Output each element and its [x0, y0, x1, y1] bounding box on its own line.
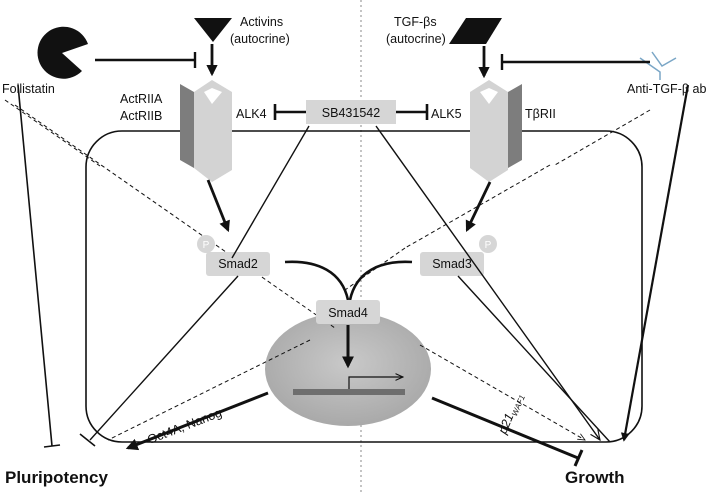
transcription-arrow: [348, 377, 403, 389]
inhibit-bar-follistatin: [43, 444, 61, 448]
smad2-label: Smad2: [218, 257, 258, 271]
activins-source-label: (autocrine): [230, 32, 290, 46]
follistatin-dashed: [4, 99, 101, 167]
nucleus: [265, 312, 431, 426]
smad3-to-smad4-curve: [348, 260, 413, 301]
actriib-label: ActRIIB: [120, 109, 162, 123]
dna-strand: [293, 389, 405, 395]
p21-inhibit-bar: [573, 449, 584, 467]
smad4-label: Smad4: [328, 306, 368, 320]
tgfb-receptor: [470, 80, 522, 182]
smad3-phospho: [479, 235, 497, 253]
follistatin-label: Follistatin: [2, 82, 55, 96]
smad4-box: [316, 300, 380, 324]
antibody-icon: [639, 51, 677, 80]
tgfb-source-label: (autocrine): [386, 32, 446, 46]
pluripotency-label: Pluripotency: [5, 468, 109, 487]
smad2-to-smad4-curve: [284, 260, 350, 301]
smad3-label: Smad3: [432, 257, 472, 271]
alk4-label: ALK4: [236, 107, 267, 121]
smad2-box: [206, 252, 270, 276]
follistatin-to-pluripotency: [17, 84, 53, 447]
inhibit-bar-smad2: [79, 433, 96, 447]
thin-solid-connections: [89, 125, 611, 443]
receptor-to-smad3-arrow: [465, 181, 492, 233]
antibody-to-growth: [620, 84, 690, 442]
cell-membrane: [85, 130, 643, 443]
actriia-label: ActRIIA: [120, 92, 163, 106]
oct4-nanog-arrow: [125, 391, 269, 451]
smad2-phospho: [197, 235, 215, 253]
sb431542-label: SB431542: [322, 106, 380, 120]
follistatin-icon: [37, 26, 88, 79]
smad3-box: [420, 252, 484, 276]
growth-label: Growth: [565, 468, 625, 487]
tgfb-label: TGF-βs: [394, 15, 437, 29]
activin-receptor: [180, 80, 232, 182]
tgfb-icon: [449, 18, 502, 44]
smad2-phospho-label: P: [203, 240, 210, 251]
anti-tgfb-label: Anti-TGF-β ab: [627, 82, 706, 96]
oct4-nanog-label: Oct4A, Nanog: [145, 406, 223, 447]
tbrii-label: TβRII: [525, 107, 556, 121]
alk5-label: ALK5: [431, 107, 462, 121]
p21-inhibit-line: [431, 396, 579, 460]
receptor-to-smad2-arrow: [206, 179, 230, 233]
activins-icon: [194, 18, 232, 42]
antibody-dashed: [554, 109, 651, 166]
activins-label: Activins: [240, 15, 283, 29]
smad3-phospho-label: P: [485, 240, 492, 251]
sb431542-box: [306, 100, 396, 124]
